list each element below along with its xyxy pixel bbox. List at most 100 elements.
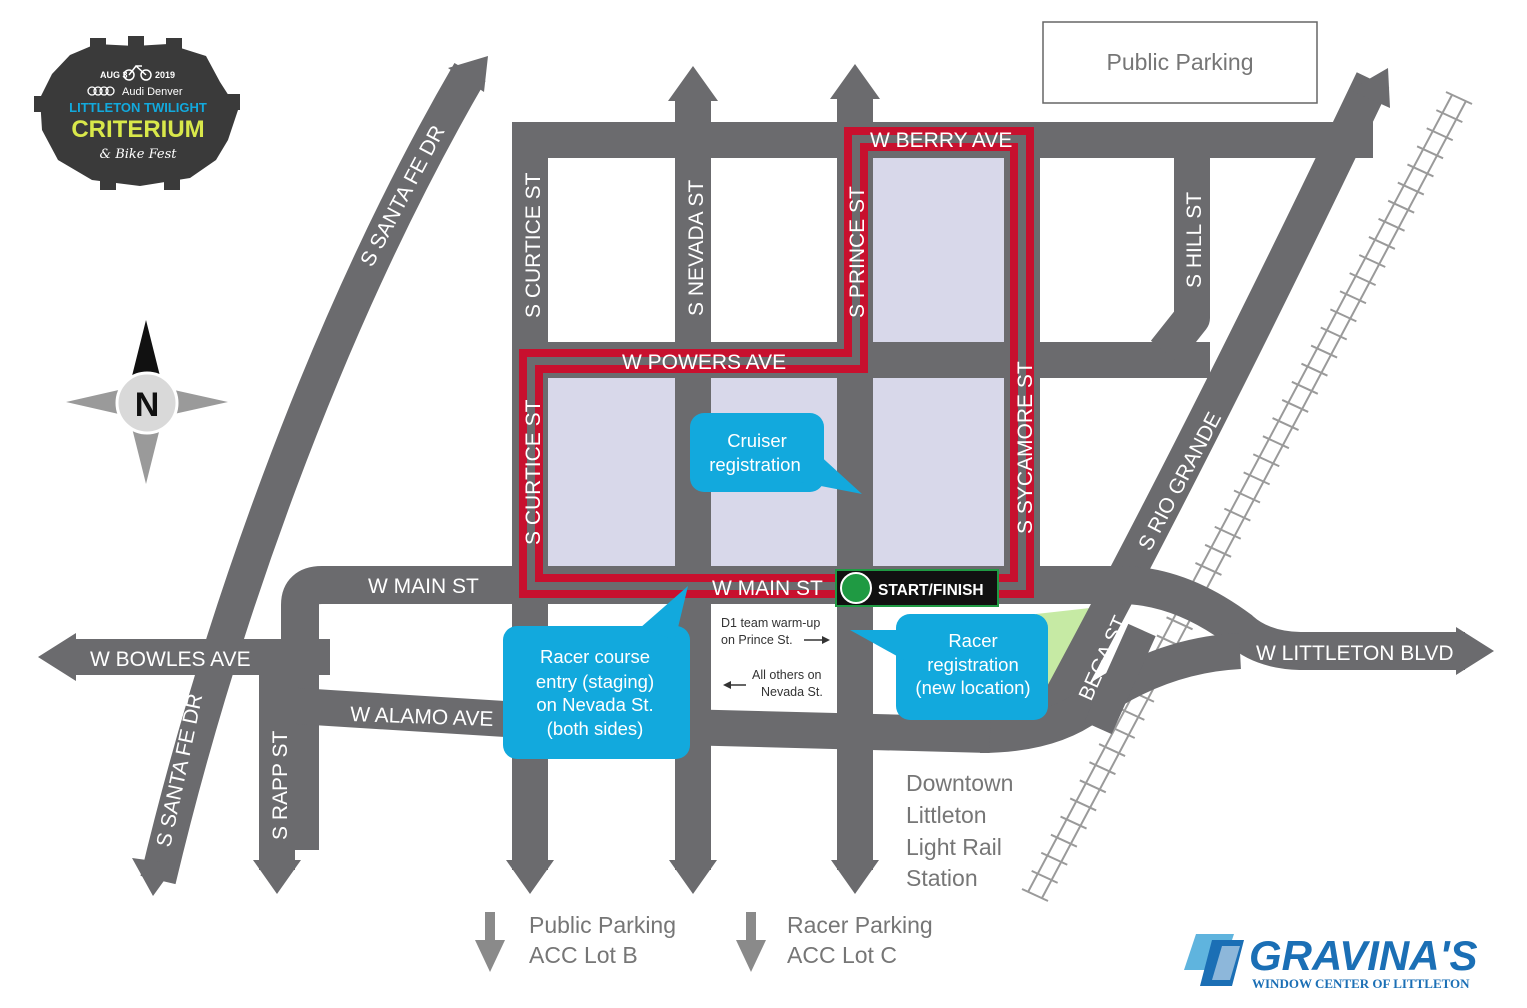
- railroad-tie: [1416, 145, 1444, 160]
- road-littleton-curve: [979, 633, 1242, 753]
- railroad-tie: [1262, 435, 1290, 450]
- light-rail-line3: Light Rail: [906, 834, 1002, 860]
- warmup-notes: D1 team warm-up on Prince St. All others…: [721, 616, 830, 699]
- railroad-tie: [1378, 217, 1405, 232]
- railroad-tie: [1031, 869, 1059, 884]
- callout-racer-course-line2: entry (staging): [536, 671, 654, 692]
- start-finish-dot-icon: [840, 572, 872, 604]
- light-rail-line2: Littleton: [906, 802, 987, 828]
- railroad-tie: [1166, 616, 1193, 631]
- railroad-tie: [1243, 471, 1271, 486]
- arrow-down-icon: [736, 912, 766, 972]
- railroad-tie: [1214, 525, 1242, 540]
- callout-racer-reg-line1: Racer: [948, 630, 997, 651]
- label-bowles: W BOWLES AVE: [90, 648, 251, 671]
- railroad-tie: [1397, 181, 1425, 196]
- railroad-tie: [1407, 163, 1434, 178]
- railroad-tie: [1349, 272, 1377, 287]
- railroad-tie: [1079, 779, 1107, 794]
- railroad-tie: [1069, 797, 1097, 812]
- callout-racer-course: Racer course entry (staging) on Nevada S…: [503, 586, 690, 759]
- arrow-santa-fe-north-icon: [448, 56, 488, 92]
- callout-racer-course-line3: on Nevada St.: [536, 694, 653, 715]
- note-others-line1: All others on: [752, 668, 822, 682]
- parking-public-line2: ACC Lot B: [529, 942, 638, 968]
- audi-rings-icon: [87, 86, 115, 96]
- railroad-tie: [1040, 851, 1068, 866]
- road-main: [281, 566, 1120, 850]
- label-alamo: W ALAMO AVE: [350, 703, 494, 731]
- label-curtice-course: S CURTICE ST: [522, 399, 545, 545]
- road-rio-grande: [1029, 72, 1390, 737]
- sponsor-name: GRAVINA'S: [1249, 932, 1478, 979]
- arrow-littleton-east-icon: [1456, 627, 1494, 675]
- road-hill: [1150, 158, 1210, 364]
- label-sycamore: S SYCAMORE ST: [1014, 361, 1037, 534]
- public-parking-box-label: Public Parking: [1106, 49, 1253, 75]
- start-finish-label: START/FINISH: [878, 582, 984, 599]
- arrow-nevada-south-icon: [669, 860, 717, 894]
- label-prince: S PRINCE ST: [846, 186, 869, 318]
- railroad-track: [1021, 91, 1473, 902]
- bicycle-icon: [123, 64, 152, 81]
- railroad-tie: [1358, 254, 1386, 268]
- logo-line3: & Bike Fest: [99, 147, 177, 162]
- railroad-tie: [1339, 290, 1367, 305]
- label-rapp: S RAPP ST: [269, 731, 292, 840]
- railroad-tie: [1204, 543, 1232, 558]
- railroad-tie: [1050, 833, 1078, 848]
- block: [873, 378, 1005, 568]
- railroad-tie: [1435, 109, 1463, 124]
- logo-date: AUG 3: [100, 70, 128, 80]
- note-d1-line1: D1 team warm-up: [721, 616, 820, 630]
- parking-public-lot-b: Public Parking ACC Lot B: [475, 912, 676, 972]
- parking-racer-line1: Racer Parking: [787, 912, 933, 938]
- railroad-tie: [1426, 127, 1454, 142]
- logo-year: 2019: [155, 70, 175, 80]
- railroad-tie: [1272, 417, 1299, 431]
- arrow-bowles-west-icon: [38, 633, 76, 681]
- label-nevada: S NEVADA ST: [685, 180, 708, 316]
- label-curtice-north: S CURTICE ST: [522, 172, 545, 318]
- railroad-tie: [1310, 344, 1338, 359]
- label-main-course: W MAIN ST: [712, 577, 823, 600]
- gear-icon: [34, 36, 240, 190]
- label-littleton-blvd: W LITTLETON BLVD: [1256, 642, 1454, 665]
- road-arrowheads: [38, 56, 1494, 896]
- parking-racer-line2: ACC Lot C: [787, 942, 897, 968]
- railroad-tie: [1281, 399, 1309, 413]
- railroad-tie: [1301, 362, 1328, 377]
- arrow-rapp-south-icon: [253, 860, 301, 894]
- label-rio-grande: S RIO GRANDE: [1134, 409, 1226, 555]
- label-main-west: W MAIN ST: [368, 575, 479, 598]
- callout-racer-registration: Racer registration (new location): [850, 614, 1048, 720]
- railroad-tie: [1445, 91, 1473, 105]
- callout-cruiser-line1: Cruiser: [727, 430, 787, 451]
- window-icon: [1184, 934, 1244, 986]
- railroad-tie: [1233, 489, 1261, 504]
- arrow-nevada-north-icon: [668, 66, 718, 101]
- road-bega: [1084, 623, 1156, 735]
- railroad-tie: [1021, 888, 1049, 902]
- label-santa-fe-north: S SANTA FE DR: [356, 122, 450, 271]
- railroad-tie: [1089, 761, 1116, 776]
- callout-racer-reg-line2: registration: [927, 654, 1019, 675]
- event-logo: AUG 3 2019 Audi Denver LITTLETON TWILIGH…: [34, 36, 240, 190]
- callout-cruiser: Cruiser registration: [690, 413, 862, 494]
- light-rail-line1: Downtown: [906, 770, 1013, 796]
- sponsor-tagline: WINDOW CENTER OF LITTLETON: [1252, 976, 1470, 991]
- arrow-right-icon: [804, 636, 830, 644]
- race-course: [519, 127, 1034, 598]
- arrow-down-icon: [475, 912, 505, 972]
- sponsor-logo: GRAVINA'S WINDOW CENTER OF LITTLETON: [1184, 932, 1478, 991]
- block: [545, 378, 677, 568]
- logo-line1: LITTLETON TWILIGHT: [69, 100, 207, 115]
- parking-public-line1: Public Parking: [529, 912, 676, 938]
- railroad-tie: [1291, 380, 1319, 395]
- light-rail-line4: Station: [906, 865, 978, 891]
- logo-sponsor: Audi Denver: [122, 86, 183, 98]
- parking-racer-lot-c: Racer Parking ACC Lot C: [736, 912, 933, 972]
- arrow-curtice-south-icon: [506, 860, 554, 894]
- label-hill: S HILL ST: [1183, 192, 1206, 288]
- railroad-tie: [1368, 236, 1396, 250]
